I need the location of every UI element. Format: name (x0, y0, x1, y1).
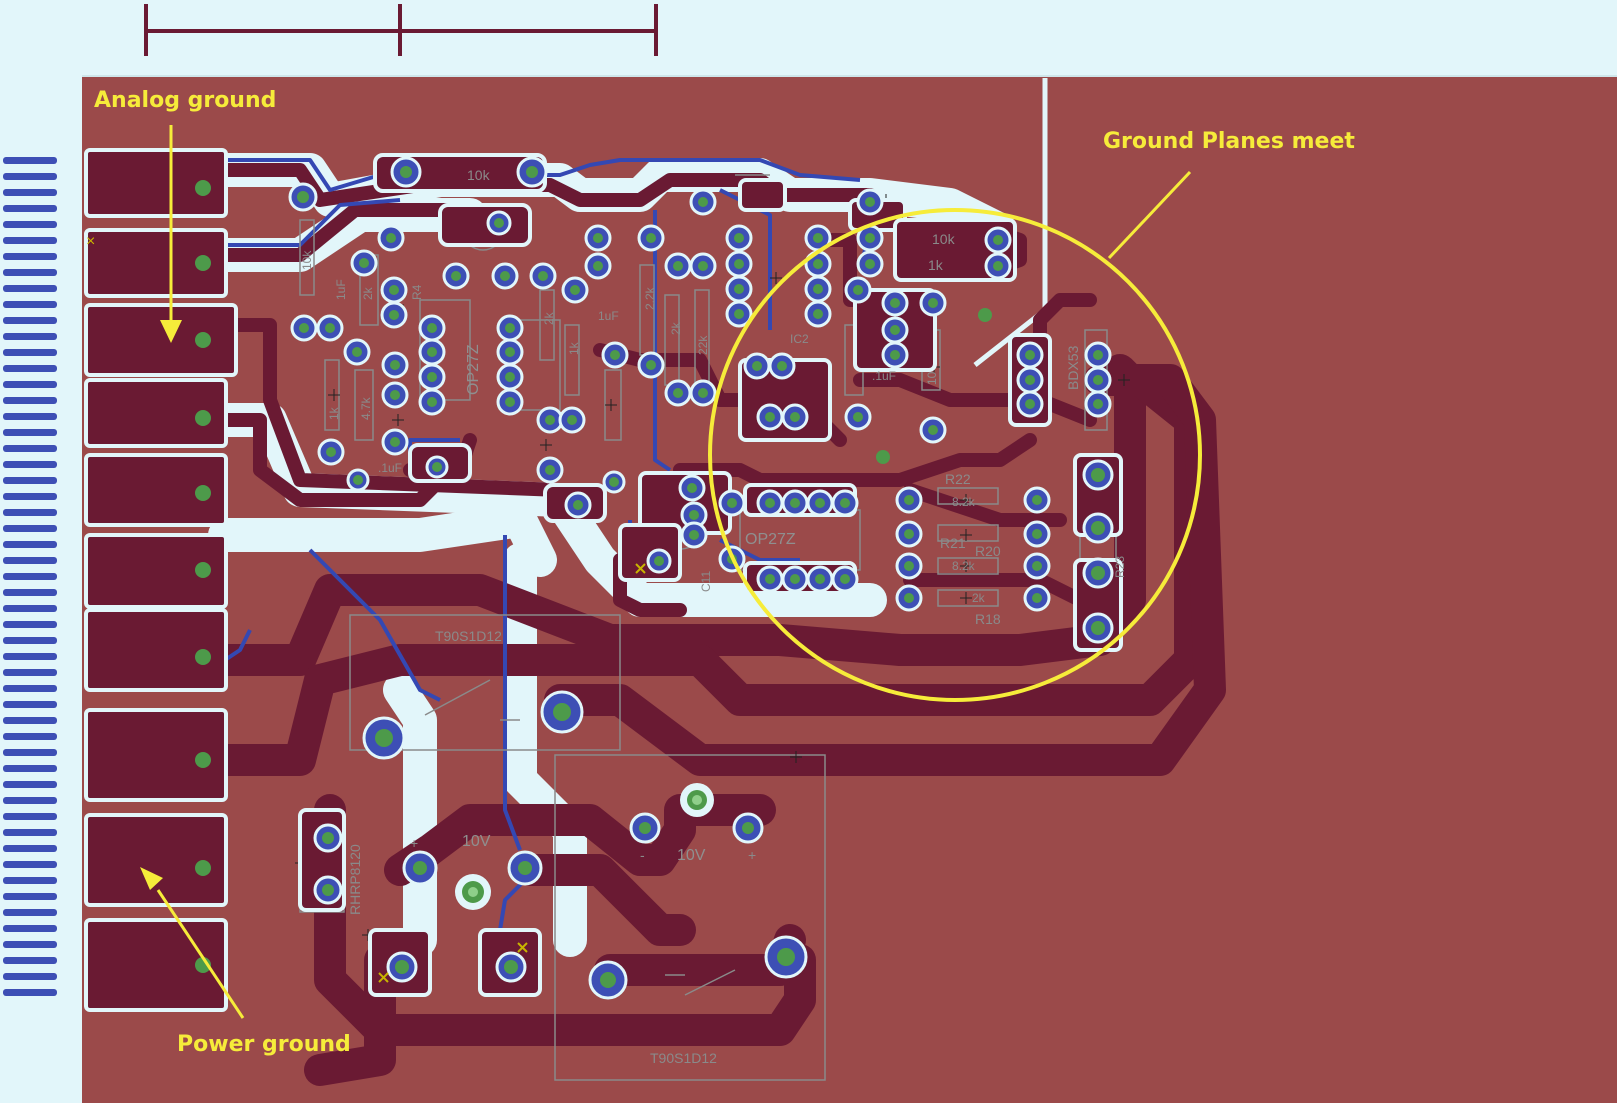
label-minus-right: - (640, 847, 645, 863)
label-1uf-c: .1uF (378, 461, 402, 475)
label-10k-left: 10k (300, 250, 314, 270)
label-r23: R23 (1113, 556, 1127, 578)
label-1uf-a: 1uF (334, 279, 348, 300)
label-8-2k-a: 8.2k (952, 495, 976, 509)
power-ground-label: Power ground (177, 1032, 351, 1057)
connector-pads (84, 148, 238, 1012)
label-10k-right: 10k (932, 231, 956, 247)
unrouted-marks (378, 563, 646, 983)
label-relay-bottom: T90S1D12 (650, 1050, 717, 1066)
power-ground-arrow (140, 867, 245, 1019)
ground-planes-meet-circle (708, 208, 1202, 702)
svg-text:×: × (86, 233, 95, 250)
label-r18: R18 (975, 611, 1001, 627)
label-1k-mid: 1k (567, 341, 581, 355)
label-op27z-left: OP27Z (465, 344, 482, 395)
label-ic2: IC2 (790, 332, 809, 346)
label-10v-left: 10V (462, 833, 491, 850)
label-2k-b: 2k (542, 311, 556, 325)
label-r20: R20 (975, 543, 1001, 559)
through-hole-pads (288, 156, 1114, 1000)
label-2k-a: 2k (361, 286, 375, 300)
label-relay-top: T90S1D12 (435, 628, 502, 644)
analog-ground-label: Analog ground (94, 88, 276, 113)
ground-planes-meet-label: Ground Planes meet (1103, 129, 1355, 154)
label-r4: R4 (410, 284, 424, 300)
label-10v-right: 10V (677, 847, 706, 864)
label-10k-top: 10k (467, 167, 491, 183)
label-c11: C11 (699, 571, 713, 592)
label-1uf-b: 1uF (598, 309, 619, 323)
label-10-b: 10 (925, 371, 939, 385)
label-1k-right: 1k (928, 257, 944, 273)
connector-pad-vias: × (86, 180, 211, 973)
label-plus-right: + (748, 847, 756, 863)
label-2k-d: 2k (972, 591, 986, 605)
label-2k-c: 2k (669, 321, 683, 335)
scale-bar (144, 4, 658, 56)
analog-ground-arrow (160, 125, 182, 343)
label-diode: RHRP8120 (347, 844, 363, 915)
label-22k: 22k (696, 335, 710, 355)
label-bdx53: BDX53 (1065, 345, 1081, 390)
label-47k: 4.7k (359, 396, 373, 420)
label-1k-b: 1k (327, 406, 341, 420)
silkscreen-labels: 10k 10k 1k 10k 1uF 2k R4 OP27Z 1uF 2k 1k… (300, 167, 1127, 1066)
label-plus-left: + (410, 835, 418, 851)
label-op27z-right: OP27Z (745, 531, 796, 548)
power-traces (209, 354, 1226, 1086)
label-1uf-d: .1uF (872, 369, 896, 383)
label-r22: R22 (945, 471, 971, 487)
label-8-2k-b: 8.2k (952, 559, 976, 573)
ground-planes-meet-leader (1107, 170, 1192, 260)
edge-connector (3, 157, 57, 996)
label-r21: R21 (940, 535, 966, 551)
label-2-2k: 2.2k (643, 286, 657, 310)
